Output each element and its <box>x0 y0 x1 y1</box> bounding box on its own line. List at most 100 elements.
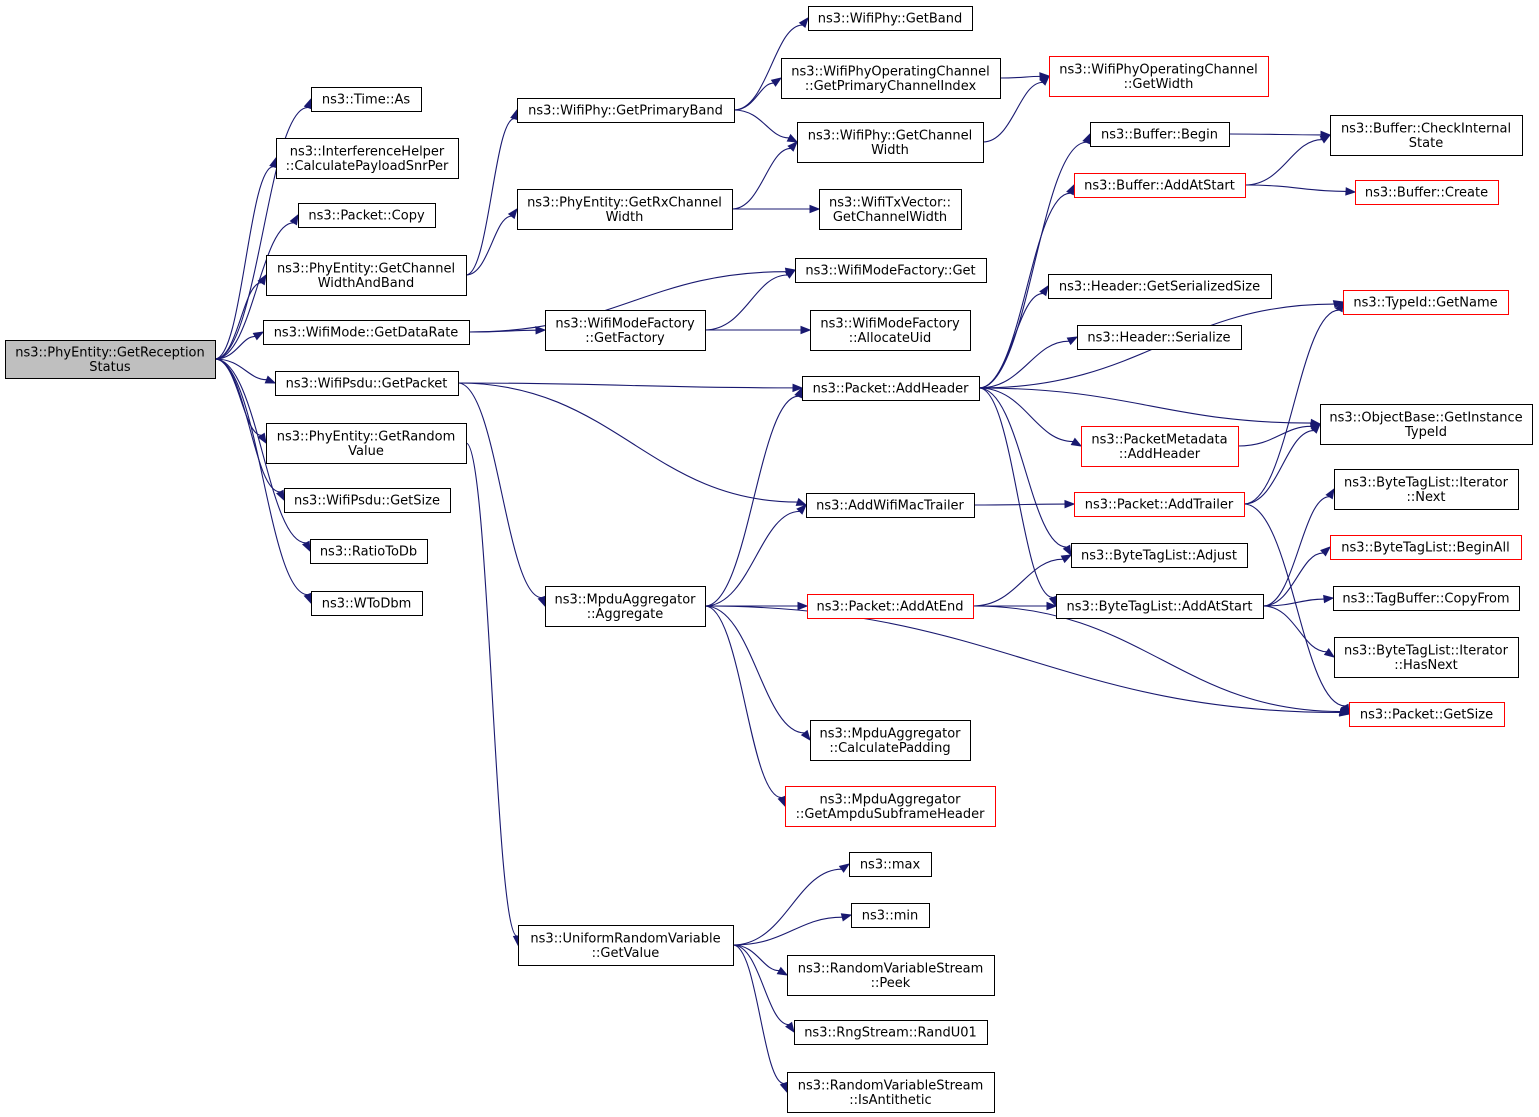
call-edge <box>1243 309 1340 505</box>
edge-arrowhead <box>252 331 265 341</box>
call-edge <box>978 387 1067 548</box>
node-modefactory-allocuid[interactable]: ns3::WifiModeFactory::AllocateUid <box>810 310 971 351</box>
node-time-as[interactable]: ns3::Time::As <box>311 87 422 112</box>
node-box <box>787 1072 995 1113</box>
node-opchannel-getwidth[interactable]: ns3::WifiPhyOperatingChannel::GetWidth <box>1049 56 1269 97</box>
call-edge <box>978 387 1074 443</box>
edge-arrowhead <box>809 204 821 214</box>
node-mpdu-calc-padding[interactable]: ns3::MpduAggregator::CalculatePadding <box>810 720 971 761</box>
node-rvs-isantithetic[interactable]: ns3::RandomVariableStream::IsAntithetic <box>787 1072 995 1113</box>
node-ns3-min[interactable]: ns3::min <box>851 903 930 928</box>
edge-arrowhead <box>1340 703 1350 716</box>
node-bytetag-iter-next[interactable]: ns3::ByteTagList::Iterator::Next <box>1334 469 1519 510</box>
node-buffer-create[interactable]: ns3::Buffer::Create <box>1355 180 1499 205</box>
node-packet-copy[interactable]: ns3::Packet::Copy <box>298 203 436 228</box>
edge-arrowhead <box>784 269 797 279</box>
node-box <box>795 258 987 283</box>
node-packet-addatend[interactable]: ns3::Packet::AddAtEnd <box>807 594 974 619</box>
node-wifiphy-getband[interactable]: ns3::WifiPhy::GetBand <box>808 6 973 31</box>
node-wifimode-datarate[interactable]: ns3::WifiMode::GetDataRate <box>263 320 470 345</box>
node-box <box>266 255 467 296</box>
node-mpdu-aggregate[interactable]: ns3::MpduAggregator::Aggregate <box>545 586 706 627</box>
call-edge <box>704 605 805 734</box>
node-bytetag-beginall[interactable]: ns3::ByteTagList::BeginAll <box>1330 535 1522 560</box>
edge-arrowhead <box>838 863 851 873</box>
call-edge <box>214 358 308 596</box>
node-label-line: ns3::RngStream::RandU01 <box>804 1026 977 1041</box>
node-label-line: ns3::WifiPhyOperatingChannel <box>1059 62 1258 77</box>
node-box <box>1077 325 1242 350</box>
node-bytetag-adjust[interactable]: ns3::ByteTagList::Adjust <box>1071 543 1248 568</box>
node-box <box>310 539 428 564</box>
node-interference-calc[interactable]: ns3::InterferenceHelper::CalculatePayloa… <box>276 138 459 179</box>
node-w-to-dbm[interactable]: ns3::WToDbm <box>311 591 423 616</box>
call-edge <box>468 329 537 333</box>
node-header-serializedsize[interactable]: ns3::Header::GetSerializedSize <box>1048 274 1272 299</box>
node-psdu-getsize[interactable]: ns3::WifiPsdu::GetSize <box>284 488 451 513</box>
call-edge <box>972 558 1064 607</box>
call-edge <box>465 215 512 276</box>
node-label-line: ns3::ObjectBase::GetInstance <box>1329 410 1522 425</box>
node-add-wifimac-trailer[interactable]: ns3::AddWifiMacTrailer <box>806 493 975 518</box>
node-label-line: ns3::UniformRandomVariable <box>530 931 720 946</box>
edge-arrowhead <box>1064 499 1076 509</box>
node-label-line: Value <box>348 444 384 459</box>
node-modefactory-get[interactable]: ns3::WifiModeFactory::Get <box>795 258 987 283</box>
edge-arrowhead <box>770 77 783 87</box>
node-typeid-getname[interactable]: ns3::TypeId::GetName <box>1343 290 1509 315</box>
node-opchannel-primary-idx[interactable]: ns3::WifiPhyOperatingChannel::GetPrimary… <box>781 58 1001 99</box>
call-edge <box>214 282 262 360</box>
node-modefactory-getfactory[interactable]: ns3::WifiModeFactory::GetFactory <box>545 310 706 351</box>
node-header-serialize[interactable]: ns3::Header::Serialize <box>1077 325 1242 350</box>
node-ratio-to-db[interactable]: ns3::RatioToDb <box>310 539 428 564</box>
node-rng-randu01[interactable]: ns3::RngStream::RandU01 <box>794 1020 988 1045</box>
node-tagbuffer-copyfrom[interactable]: ns3::TagBuffer::CopyFrom <box>1333 586 1520 611</box>
call-edge <box>999 75 1041 79</box>
node-mpdu-subframe-header[interactable]: ns3::MpduAggregator::GetAmpduSubframeHea… <box>785 786 996 827</box>
call-edge <box>704 274 788 331</box>
node-label-line: ::Peek <box>871 976 911 991</box>
call-edge <box>733 109 789 139</box>
node-label-line: ns3::InterferenceHelper <box>290 144 445 159</box>
node-get-primary-band[interactable]: ns3::WifiPhy::GetPrimaryBand <box>517 98 735 123</box>
node-label-line: ::CalculatePayloadSnrPer <box>286 159 449 174</box>
edge-arrowhead <box>1323 648 1336 658</box>
node-wifiphy-getchwidth[interactable]: ns3::WifiPhy::GetChannelWidth <box>797 122 984 163</box>
node-packet-addheader[interactable]: ns3::Packet::AddHeader <box>802 376 980 401</box>
call-edge <box>978 340 1070 389</box>
node-packetmeta-addheader[interactable]: ns3::PacketMetadata::AddHeader <box>1081 426 1239 467</box>
node-psdu-getpacket[interactable]: ns3::WifiPsdu::GetPacket <box>275 371 459 396</box>
node-rvs-peek[interactable]: ns3::RandomVariableStream::Peek <box>787 955 995 996</box>
node-label-line: ns3::TypeId::GetName <box>1353 296 1497 311</box>
node-bytetag-addatstart[interactable]: ns3::ByteTagList::AddAtStart <box>1056 594 1264 619</box>
node-packet-addtrailer[interactable]: ns3::Packet::AddTrailer <box>1074 492 1245 517</box>
call-edge <box>978 387 1312 424</box>
node-uniform-getvalue[interactable]: ns3::UniformRandomVariable::GetValue <box>518 925 734 966</box>
node-label-line: ns3::WifiModeFactory <box>555 316 695 331</box>
edge-arrowhead <box>796 504 807 515</box>
edge-arrowhead <box>1066 336 1079 346</box>
node-buffer-begin[interactable]: ns3::Buffer::Begin <box>1090 122 1230 147</box>
node-bytetag-iter-hasnext[interactable]: ns3::ByteTagList::Iterator::HasNext <box>1334 637 1519 678</box>
node-label-line: ::IsAntithetic <box>849 1093 931 1108</box>
edge-arrowhead <box>800 325 812 335</box>
call-edge <box>978 292 1044 389</box>
edge-arrowhead <box>537 595 546 608</box>
edge-arrowhead <box>1062 544 1072 557</box>
node-box <box>517 98 735 123</box>
node-ns3-max[interactable]: ns3::max <box>849 852 932 877</box>
node-box <box>263 320 470 345</box>
call-edge <box>704 510 800 607</box>
node-txvector-getchwidth[interactable]: ns3::WifiTxVector::GetChannelWidth <box>819 189 962 230</box>
node-packet-getsize[interactable]: ns3::Packet::GetSize <box>1349 702 1505 727</box>
edge-arrowhead <box>276 489 285 502</box>
call-edge <box>214 106 308 360</box>
node-buffer-addatstart[interactable]: ns3::Buffer::AddAtStart <box>1074 173 1246 198</box>
node-label-line: ns3::PhyEntity::GetReception <box>15 345 205 360</box>
